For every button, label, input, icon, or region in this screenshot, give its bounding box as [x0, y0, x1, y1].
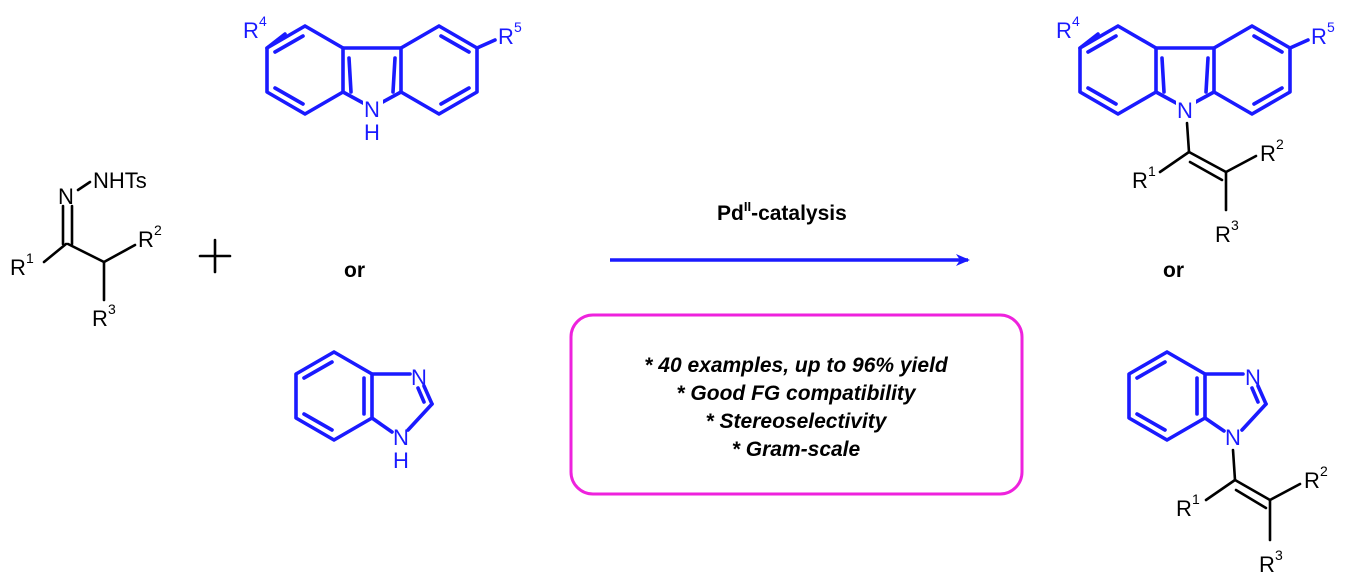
c-ch-bond	[66, 242, 106, 264]
hydrazone-r2-superscript: 2	[154, 222, 162, 238]
hydrazone-r1-label: R	[10, 255, 26, 280]
carbazole-r4-label: R	[243, 18, 259, 43]
features-box: * 40 examples, up to 96% yield * Good FG…	[569, 313, 1024, 496]
product-benzimidazole-r2-superscript: 2	[1320, 463, 1328, 479]
product-carbazole-r3-label: R	[1215, 222, 1231, 247]
product-benzimidazole-r2-label: R	[1304, 468, 1320, 493]
reaction-arrow: PdII-catalysis	[610, 199, 970, 266]
product-benzimidazole-r3-label: R	[1259, 552, 1275, 577]
product-carbazole-r5-label: R	[1311, 24, 1327, 49]
benzimidazole-n1-label: N	[393, 425, 409, 450]
feature-fg-compatibility: * Good FG compatibility	[676, 382, 916, 405]
product-benzimidazole-r1-superscript: 1	[1192, 491, 1200, 507]
hydrazone-r3-label: R	[92, 306, 108, 331]
product-carbazole-r5-superscript: 5	[1327, 19, 1335, 35]
product-benzimidazole-r1-label: R	[1176, 496, 1192, 521]
catalyst-oxidation-state: II	[744, 199, 751, 214]
product-carbazole-structure: N R 4 R 5 R 1 R 2 R 3	[1056, 13, 1335, 247]
benzimidazole-h-label: H	[393, 448, 409, 473]
carbazole-r5-label: R	[498, 24, 514, 49]
catalyst-pd: Pd	[717, 202, 744, 225]
or-right-label: or	[1163, 259, 1184, 282]
ch-r2-bond	[102, 243, 137, 264]
feature-examples: * 40 examples, up to 96% yield	[644, 354, 949, 377]
product-carbazole-r4-superscript: 4	[1072, 13, 1080, 29]
carbazole-n-label: N	[364, 97, 380, 122]
product-carbazole-r4-label: R	[1056, 18, 1072, 43]
hydrazone-n-label: N	[58, 184, 74, 209]
n-vinyl-bond	[1185, 121, 1191, 154]
carbazole-h-label: H	[364, 120, 380, 145]
product-benzimidazole-n3-label: N	[1245, 365, 1261, 390]
product-carbazole-r1-superscript: 1	[1148, 163, 1156, 179]
carbazole-right-ring	[399, 24, 479, 116]
hydrazone-structure: N NHTs R 1 R 2 R 3	[10, 168, 162, 331]
hydrazone-nhts-label: NHTs	[93, 168, 147, 193]
benzimidazole-n3-label: N	[411, 365, 427, 390]
product-carbazole-r1-label: R	[1132, 168, 1148, 193]
product-benzimidazole-r3-superscript: 3	[1275, 547, 1283, 563]
catalyst-label: PdII-catalysis	[717, 199, 847, 225]
catalyst-suffix: -catalysis	[751, 202, 847, 225]
n-nh-bond	[76, 180, 92, 192]
plus-sign	[198, 238, 232, 274]
product-carbazole-r2-label: R	[1260, 141, 1276, 166]
product-benzimidazole-benzene-ring	[1127, 350, 1207, 442]
feature-gram-scale: * Gram-scale	[732, 438, 861, 461]
product-carbazole-r2-superscript: 2	[1276, 136, 1284, 152]
c-r1-bond	[42, 242, 68, 264]
product-carbazole-n-label: N	[1177, 98, 1193, 123]
product-benzimidazole-n1-label: N	[1225, 425, 1241, 450]
carbazole-r4-superscript: 4	[259, 13, 267, 29]
features-box-frame	[569, 313, 1024, 496]
hydrazone-r2-label: R	[138, 227, 154, 252]
product-benzimidazole-structure: N N R 1 R 2 R 3	[1127, 350, 1328, 577]
feature-stereoselectivity: * Stereoselectivity	[706, 410, 888, 433]
carbazole-r5-superscript: 5	[514, 19, 522, 35]
benzimidazole-benzene-ring	[294, 350, 374, 442]
or-left-label: or	[344, 259, 365, 282]
product-carbazole-r3-superscript: 3	[1231, 217, 1239, 233]
hydrazone-r1-superscript: 1	[26, 250, 34, 266]
carbazole-structure: N H R 4 R 5	[243, 13, 522, 145]
hydrazone-r3-superscript: 3	[108, 301, 116, 317]
benzimidazole-structure: N N H	[294, 350, 434, 473]
product-carbazole-right-ring	[1212, 24, 1292, 116]
